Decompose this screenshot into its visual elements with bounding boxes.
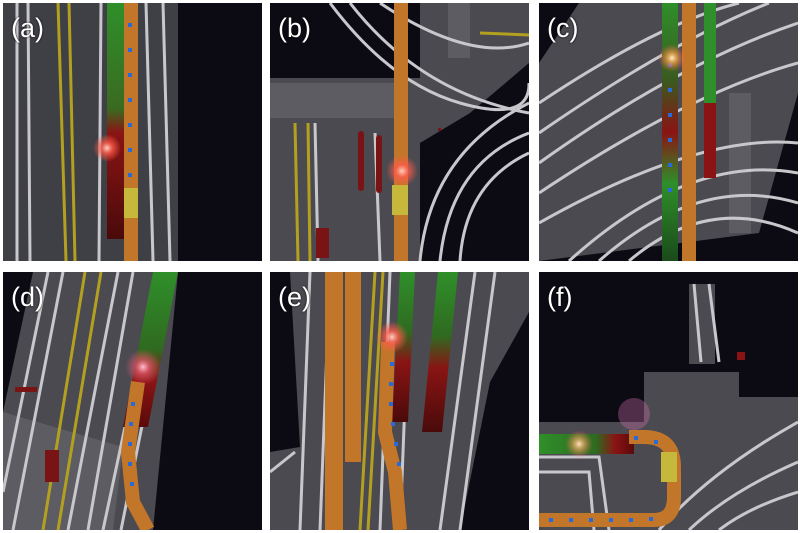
panel-label: (e) <box>278 282 311 312</box>
prediction-green <box>704 3 716 103</box>
waypoints <box>128 402 135 486</box>
scene-e <box>270 272 529 530</box>
route <box>124 3 138 261</box>
panel-label: (a) <box>11 13 44 43</box>
agent-box <box>124 188 138 218</box>
panel-d: (d) <box>3 272 262 530</box>
prediction-heatmap-2 <box>422 272 458 432</box>
prediction-heatmap <box>662 3 678 261</box>
route <box>394 3 408 261</box>
route-1 <box>325 272 343 530</box>
route-2 <box>345 272 361 462</box>
panel-f: (f) <box>539 272 798 530</box>
route-ego <box>377 341 407 530</box>
scene-b <box>270 3 529 261</box>
agent-box <box>392 185 408 215</box>
obstacles <box>316 128 441 258</box>
ego-glow <box>386 155 418 187</box>
prediction-heatmap <box>107 3 124 239</box>
crosswalk <box>448 3 470 58</box>
yellow-lines <box>41 272 103 530</box>
waypoints <box>128 23 132 177</box>
yellow-lines <box>358 272 385 530</box>
waypoints <box>549 436 658 522</box>
panel-label: (d) <box>11 282 44 312</box>
panel-label: (f) <box>547 282 573 312</box>
crosswalk <box>729 93 751 233</box>
ego-glow <box>125 349 161 385</box>
obstacle <box>45 450 59 482</box>
route <box>120 381 155 530</box>
panel-a: (a) <box>3 3 262 261</box>
scene-a <box>3 3 178 261</box>
ego-glow <box>93 134 121 162</box>
panel-label: (c) <box>547 13 579 43</box>
scene-f <box>539 283 798 530</box>
ego-glow <box>658 44 686 72</box>
obstacle <box>15 387 37 392</box>
panel-e: (e) <box>270 272 529 530</box>
agent-box <box>661 452 677 482</box>
scene-d <box>3 272 178 530</box>
obstacle <box>737 352 745 360</box>
crosswalk <box>270 83 400 118</box>
lane-lines <box>15 3 172 261</box>
scene-c <box>539 3 798 261</box>
ego-glow <box>376 321 408 353</box>
lane-lines <box>313 3 529 261</box>
yellow-lines <box>56 3 77 261</box>
ego-glow <box>565 430 593 458</box>
yellow-lines <box>293 31 529 261</box>
pink-glow <box>618 398 650 430</box>
panel-label: (b) <box>278 13 311 43</box>
panel-b: (b) <box>270 3 529 261</box>
panel-c: (c) <box>539 3 798 261</box>
route <box>682 3 696 261</box>
waypoints <box>389 362 401 466</box>
